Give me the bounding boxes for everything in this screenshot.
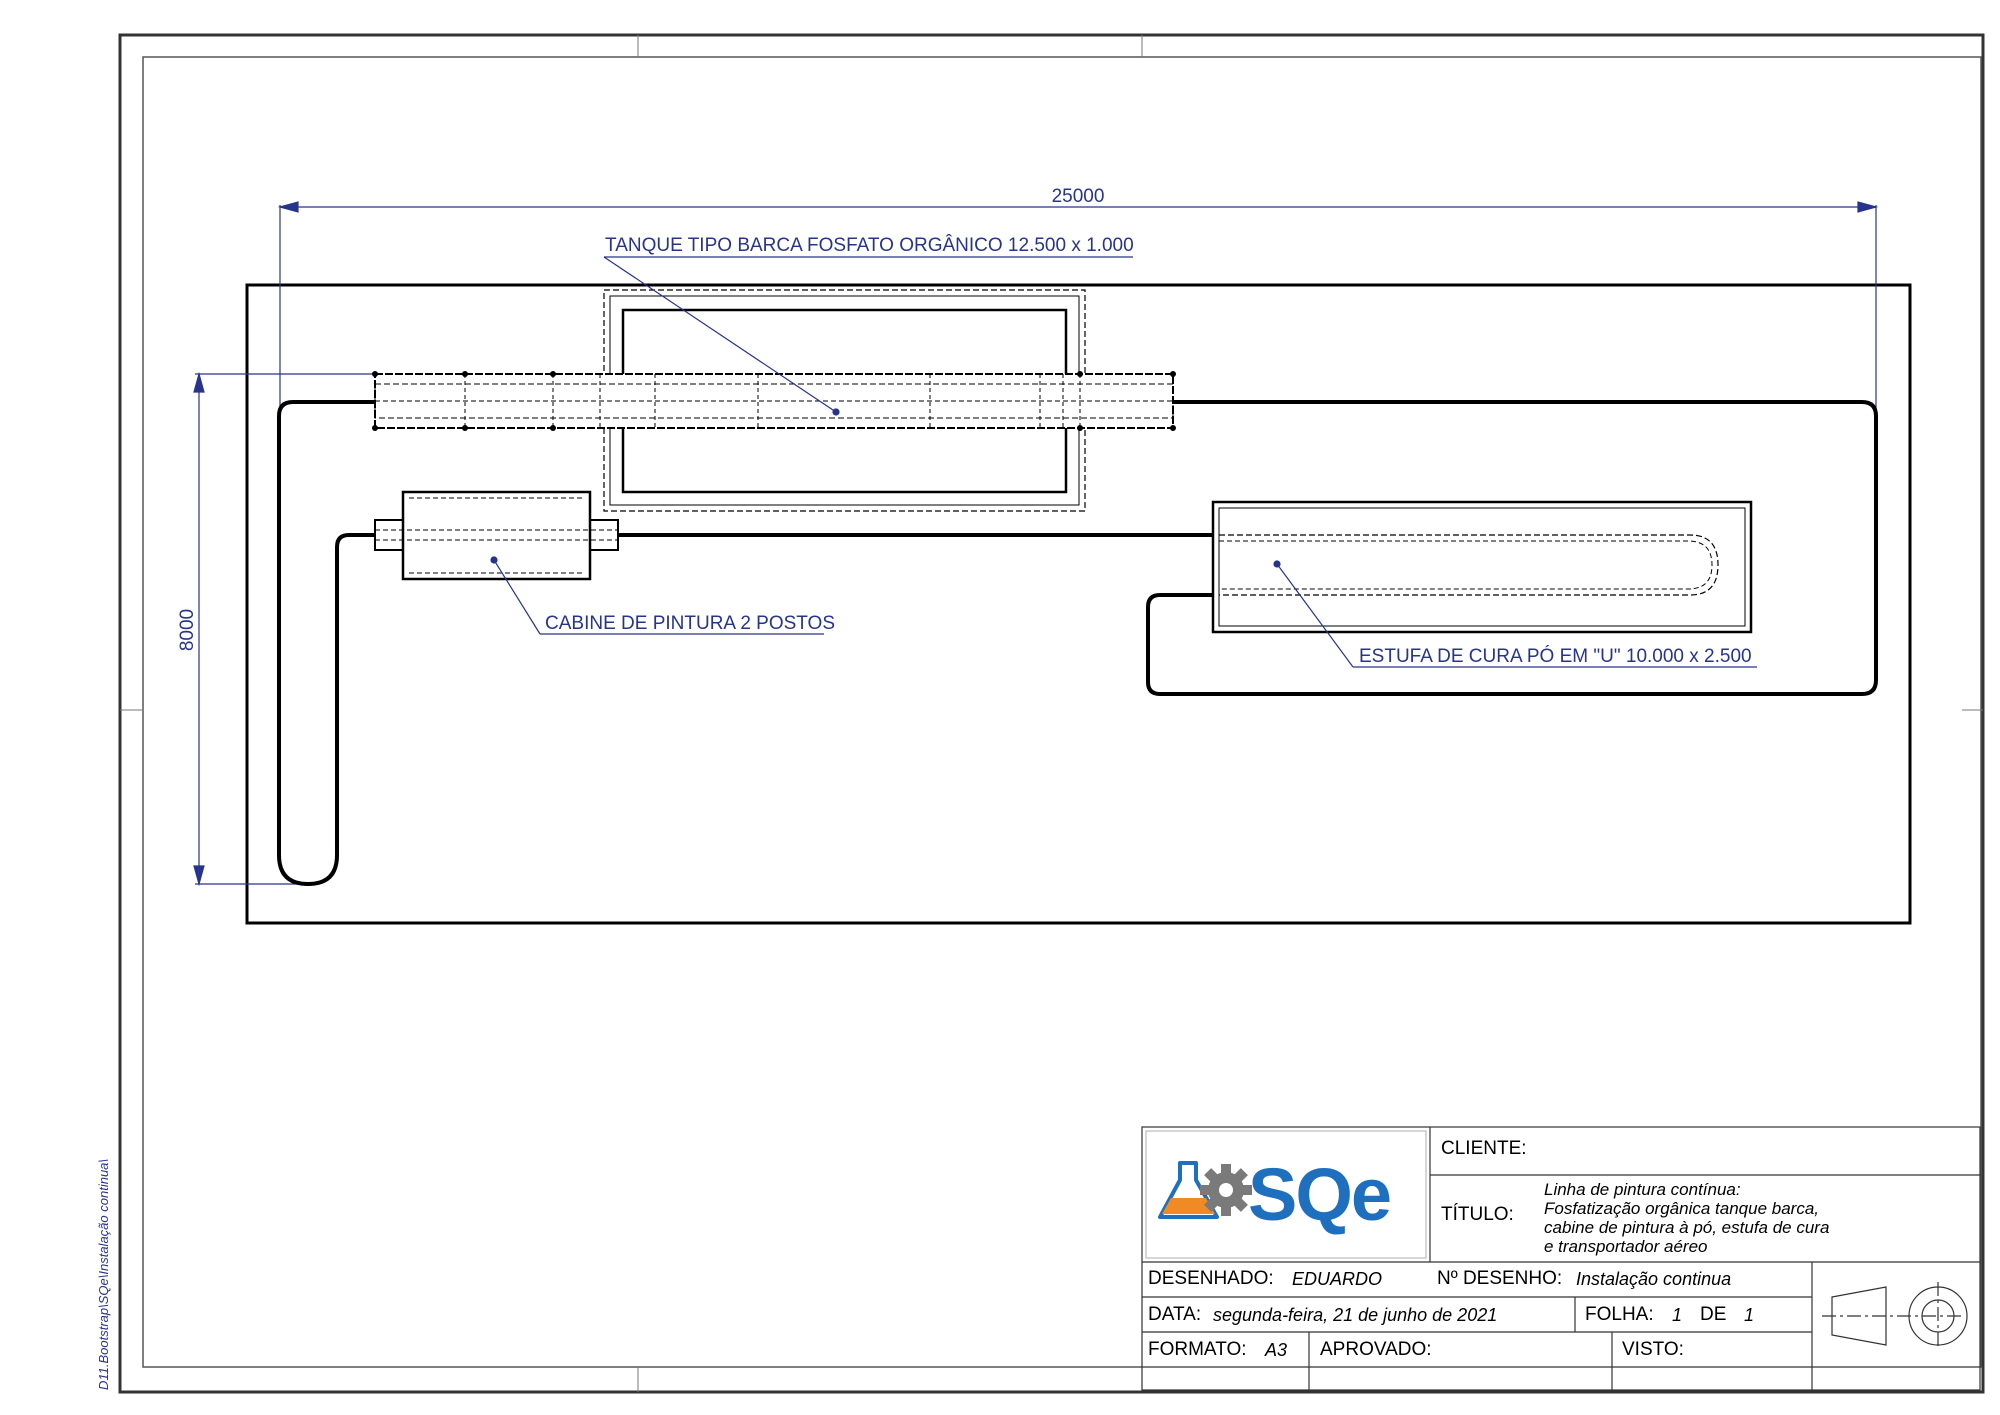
inner-border: [142, 56, 1982, 1368]
cliente-label: CLIENTE:: [1441, 1138, 1527, 1159]
formato-value: A3: [1265, 1340, 1288, 1360]
flask-icon: [1158, 1161, 1219, 1219]
aprovado-label: APROVADO:: [1320, 1339, 1432, 1360]
dimension-horizontal: [277, 201, 1879, 410]
label-tank: TANQUE TIPO BARCA FOSFATO ORGÂNICO 12.50…: [605, 234, 1134, 256]
titulo-line: Fosfatização orgânica tanque barca,: [1544, 1199, 1820, 1218]
titulo-label: TÍTULO:: [1441, 1204, 1514, 1225]
formato-label: FORMATO:: [1148, 1339, 1247, 1360]
titulo-value: Linha de pintura contínua: Fosfatização …: [1544, 1180, 1829, 1256]
folha-value: 1: [1672, 1305, 1683, 1325]
data-label: DATA:: [1148, 1304, 1202, 1325]
dimension-25000: 25000: [1052, 186, 1105, 207]
visto-label: VISTO:: [1622, 1339, 1684, 1360]
gear-icon: [1200, 1164, 1252, 1216]
curing-oven: [1211, 500, 1753, 634]
data-value: segunda-feira, 21 de junho de 2021: [1213, 1305, 1498, 1325]
n-desenho-label: Nº DESENHO:: [1437, 1268, 1563, 1289]
de-value: 1: [1744, 1305, 1755, 1325]
building-outline: [245, 283, 1912, 925]
titulo-line: cabine de pintura à pó, estufa de cura: [1544, 1218, 1830, 1237]
titulo-line: e transportador aéreo: [1544, 1237, 1708, 1256]
paint-booth: [374, 490, 619, 581]
titulo-line: Linha de pintura contínua:: [1544, 1180, 1741, 1199]
dimension-vertical: [193, 371, 375, 887]
overhead-conveyor: [277, 400, 1878, 886]
file-path-label: D11.Bootstrap\SQe\Instalação continua\: [96, 1158, 111, 1390]
leaders: [490, 256, 1757, 668]
zone-ticks: [120, 35, 1983, 1392]
folha-label: FOLHA:: [1585, 1304, 1654, 1325]
outer-border: [118, 33, 1985, 1394]
conveyor-tunnel: [372, 371, 1176, 431]
dimension-8000: 8000: [177, 609, 198, 651]
desenhado-label: DESENHADO:: [1148, 1268, 1274, 1289]
label-paint-booth: CABINE DE PINTURA 2 POSTOS: [545, 613, 835, 634]
logo: [1158, 1161, 1252, 1219]
first-angle-projection-icon: [1822, 1282, 1968, 1350]
n-desenho-value: Instalação continua: [1576, 1269, 1732, 1289]
desenhado-value: EDUARDO: [1292, 1269, 1383, 1289]
label-curing-oven: ESTUFA DE CURA PÓ EM "U" 10.000 x 2.500: [1359, 645, 1752, 667]
title-block: [1141, 1126, 1981, 1391]
logo-text: SQe: [1248, 1153, 1392, 1236]
de-label: DE: [1700, 1304, 1727, 1325]
